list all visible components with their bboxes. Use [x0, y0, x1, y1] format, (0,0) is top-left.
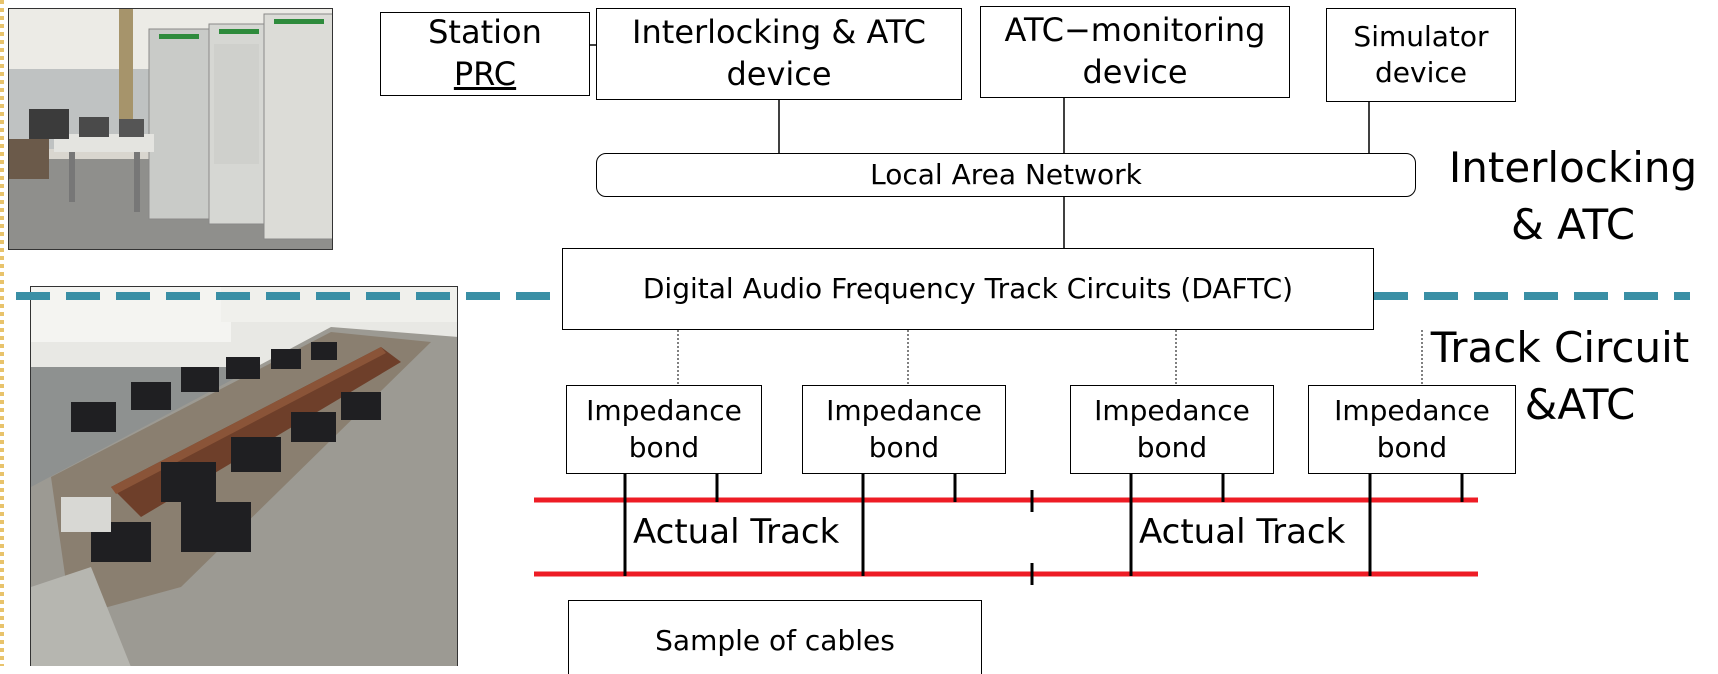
- interlocking-device-line1: Interlocking & ATC: [632, 13, 926, 52]
- station-prc-box: Station PRC: [380, 12, 590, 96]
- impedance-bond-line1: Impedance: [826, 394, 982, 428]
- interlocking-section-line2: & ATC: [1510, 199, 1636, 249]
- impedance-bond-box: Impedance bond: [1308, 385, 1516, 474]
- sample-of-cables-box: Sample of cables: [568, 600, 982, 674]
- interlocking-atc-section-label: Interlocking & ATC: [1438, 140, 1708, 253]
- impedance-bond-line1: Impedance: [1334, 394, 1490, 428]
- track-circuit-line2: &ATC: [1524, 379, 1636, 429]
- impedance-bond-box: Impedance bond: [802, 385, 1006, 474]
- actual-track-label: Actual Track: [629, 510, 844, 556]
- daftc-label: Digital Audio Frequency Track Circuits (…: [642, 271, 1294, 305]
- left-edge-decoration: [0, 0, 4, 666]
- atc-monitoring-line2: device: [1082, 53, 1188, 91]
- station-prc-line2: PRC: [453, 55, 517, 93]
- impedance-bond-line2: bond: [868, 430, 940, 464]
- simulator-line1: Simulator: [1353, 19, 1489, 53]
- impedance-bond-box: Impedance bond: [1070, 385, 1274, 474]
- actual-track-label: Actual Track: [1135, 510, 1350, 556]
- equipment-room-photo: [8, 8, 333, 250]
- track-circuit-atc-section-label: Track Circuit &ATC: [1405, 320, 1715, 433]
- impedance-bond-line2: bond: [628, 430, 700, 464]
- impedance-bond-line1: Impedance: [586, 394, 742, 428]
- track-circuit-line1: Track Circuit: [1430, 323, 1690, 372]
- interlocking-atc-device-box: Interlocking & ATC device: [596, 8, 962, 100]
- impedance-bond-line2: bond: [1376, 430, 1448, 464]
- atc-monitoring-device-box: ATC−monitoring device: [980, 6, 1290, 98]
- impedance-bond-box: Impedance bond: [566, 385, 762, 474]
- interlocking-device-line2: device: [726, 55, 832, 93]
- impedance-bond-line1: Impedance: [1094, 394, 1250, 428]
- station-prc-line1: Station: [428, 13, 542, 52]
- daftc-box: Digital Audio Frequency Track Circuits (…: [562, 248, 1374, 330]
- impedance-bond-line2: bond: [1136, 430, 1208, 464]
- atc-monitoring-line1: ATC−monitoring: [1004, 11, 1266, 50]
- interlocking-section-line1: Interlocking: [1448, 143, 1698, 192]
- simulator-device-box: Simulator device: [1326, 8, 1516, 102]
- track-test-bed-photo: [30, 286, 458, 666]
- simulator-line2: device: [1375, 56, 1467, 89]
- bond-leads: [623, 474, 1464, 576]
- lan-label: Local Area Network: [870, 157, 1142, 191]
- sample-of-cables-label: Sample of cables: [655, 624, 895, 657]
- local-area-network-bar: Local Area Network: [596, 153, 1416, 197]
